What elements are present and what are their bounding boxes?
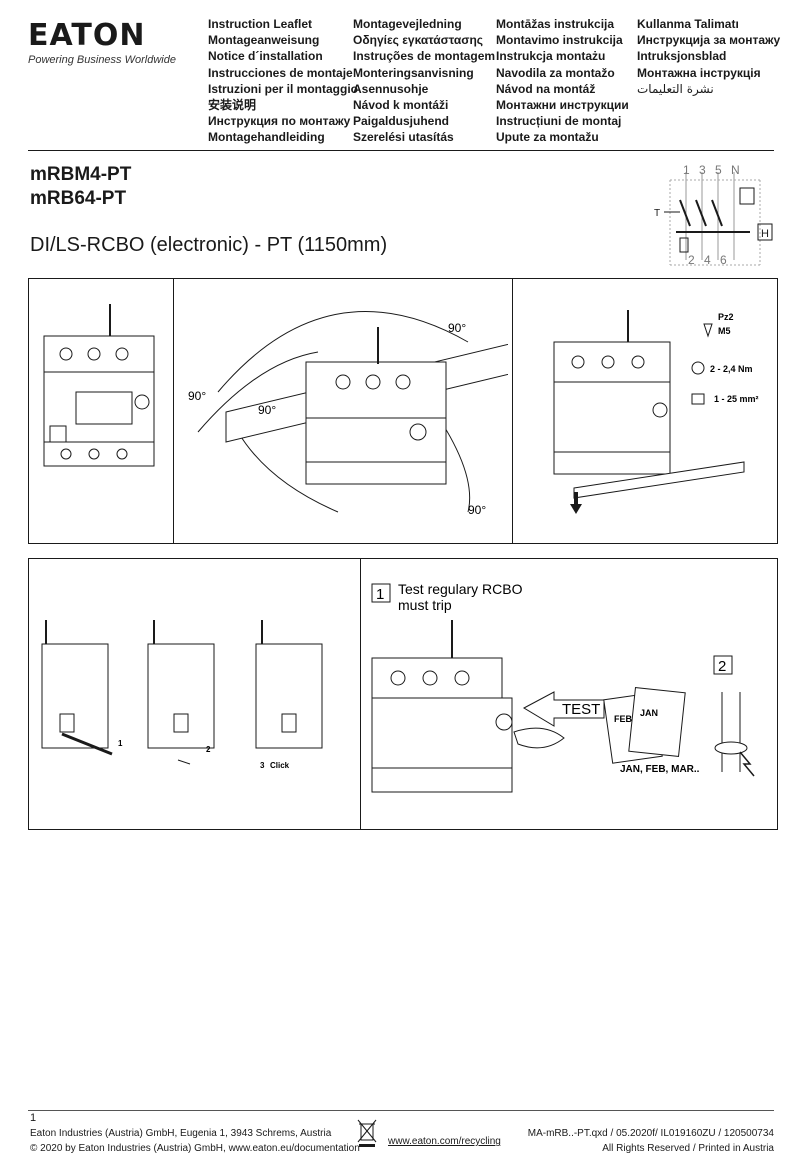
click-label: Click <box>270 761 290 770</box>
lang-title: Инструкција за монтажу <box>637 33 781 48</box>
document-code: MA-mRB..-PT.qxd / 05.2020f/ IL019160ZU /… <box>527 1128 774 1139</box>
wiring-schematic: 1 3 5 N 2 4 6 T H <box>654 163 773 267</box>
rights-notice: All Rights Reserved / Printed in Austria <box>602 1143 774 1154</box>
terminal-label: 1 <box>683 163 690 177</box>
lang-title: Návod na montáž <box>496 81 596 96</box>
header-divider <box>28 150 774 151</box>
lang-title: Istruzioni per il montaggio <box>208 81 358 96</box>
cable-label: 1 - 25 mm² <box>714 394 759 404</box>
lang-title: نشرة التعليمات <box>637 81 714 96</box>
test-arrow-label: TEST <box>562 701 600 718</box>
wiring-spec-diagram: Pz2 M5 2 - 2,4 Nm 1 - 25 mm² <box>553 310 759 514</box>
terminal-label: 6 <box>720 253 727 267</box>
lang-title: Notice d´installation <box>208 49 323 64</box>
angle-label: 90° <box>468 503 486 517</box>
terminal-label: 2 <box>688 253 695 267</box>
panel-divider <box>512 278 513 544</box>
footer-document-info: MA-mRB..-PT.qxd / 05.2020f/ IL019160ZU /… <box>528 1126 774 1156</box>
footer-copyright: © 2020 by Eaton Industries (Austria) Gmb… <box>30 1143 360 1154</box>
step-label: 3 <box>260 761 265 770</box>
model-name-1: mRBM4-PT <box>30 164 132 185</box>
h-label: H <box>761 228 769 240</box>
lang-title: Οδηγίες εγκατάστασης <box>353 33 484 48</box>
tool-label: Pz2 <box>718 312 734 322</box>
lang-title: Intruksjonsblad <box>637 49 727 64</box>
footer-divider <box>28 1110 774 1111</box>
lang-title: 安装说明 <box>208 98 257 113</box>
language-column-2: Montagevejledning Οδηγίες εγκατάστασης I… <box>353 16 495 146</box>
lang-title: Návod k montáži <box>353 98 449 113</box>
lang-title: Paigaldusjuhend <box>353 114 450 129</box>
eaton-logo: EATON Powering Business Worldwide <box>28 20 178 68</box>
test-steps-diagram: 1 Test regulary RCBO must trip TEST FEB … <box>371 581 755 793</box>
step-label: 2 <box>206 745 211 754</box>
test-instruction: Test regulary RCBO <box>398 581 523 597</box>
angle-label: 90° <box>258 403 276 417</box>
terminal-label: 3 <box>699 163 706 177</box>
lang-title: Монтажни инструкции <box>496 98 629 113</box>
brand-name: EATON <box>28 18 146 53</box>
removal-steps-diagram: 1 2 3 Click <box>41 620 323 770</box>
terminal-label: N <box>731 163 740 177</box>
months-label: JAN, FEB, MAR.. <box>620 764 700 775</box>
recycling-link[interactable]: www.eaton.com/recycling <box>388 1136 501 1147</box>
test-terminal-label: T <box>654 208 660 219</box>
lang-title: Инструкция по монтажу <box>208 114 351 129</box>
product-subtitle: DI/LS-RCBO (electronic) - PT (1150mm) <box>30 234 388 256</box>
lang-title: Instrucțiuni de montaj <box>496 114 622 129</box>
panel-divider <box>173 278 174 544</box>
lang-title: Instrucciones de montaje <box>208 65 353 80</box>
terminal-label: 4 <box>704 253 711 267</box>
footer-address: Eaton Industries (Austria) GmbH, Eugenia… <box>30 1128 332 1139</box>
lang-title: Upute za montažu <box>496 130 599 145</box>
language-column-3: Montāžas instrukcija Montavimo instrukci… <box>496 16 629 146</box>
step-number: 2 <box>718 658 726 675</box>
page-number: 1 <box>30 1112 37 1124</box>
lang-title: Montagevejledning <box>353 17 462 31</box>
lang-title: Монтажна інструкція <box>637 65 761 80</box>
weee-bin-icon <box>357 1119 377 1147</box>
calendar-label: JAN <box>640 708 658 718</box>
language-column-4: Kullanma Talimatı Инструкција за монтажу… <box>637 16 780 97</box>
lang-title: Instruções de montagem <box>353 49 496 64</box>
device-illustration <box>43 304 155 467</box>
lang-title: Kullanma Talimatı <box>637 17 739 31</box>
screw-label: M5 <box>718 326 731 336</box>
footer-company: Eaton Industries (Austria) GmbH, Eugenia… <box>30 1126 360 1156</box>
lang-title: Montavimo instrukcija <box>496 33 623 48</box>
panel-divider <box>360 558 361 830</box>
step-number: 1 <box>376 586 384 603</box>
lang-title: Instruction Leaflet <box>208 17 313 31</box>
lang-title: Szerelési utasítás <box>353 130 454 145</box>
brand-tagline: Powering Business Worldwide <box>28 54 176 66</box>
angle-label: 90° <box>448 321 466 335</box>
lang-title: Navodila za montažo <box>496 65 615 80</box>
terminal-label: 5 <box>715 163 722 177</box>
torque-label: 2 - 2,4 Nm <box>710 364 753 374</box>
lang-title: Instrukcja montażu <box>496 49 606 64</box>
rail-mounting-diagram: 90° 90° 90° 90° <box>188 311 508 517</box>
lang-title: Montagehandleiding <box>208 130 325 145</box>
lang-title: Montageanweisung <box>208 33 320 48</box>
test-instruction: must trip <box>398 597 452 613</box>
step-label: 1 <box>118 739 123 748</box>
lang-title: Monteringsanvisning <box>353 65 474 80</box>
lang-title: Montāžas instrukcija <box>496 17 615 31</box>
angle-label: 90° <box>188 389 206 403</box>
model-name-2: mRB64-PT <box>30 188 127 209</box>
lang-title: Asennusohje <box>353 81 429 96</box>
language-column-1: Instruction Leaflet Montageanweisung Not… <box>208 16 358 146</box>
calendar-label: FEB <box>614 714 633 724</box>
